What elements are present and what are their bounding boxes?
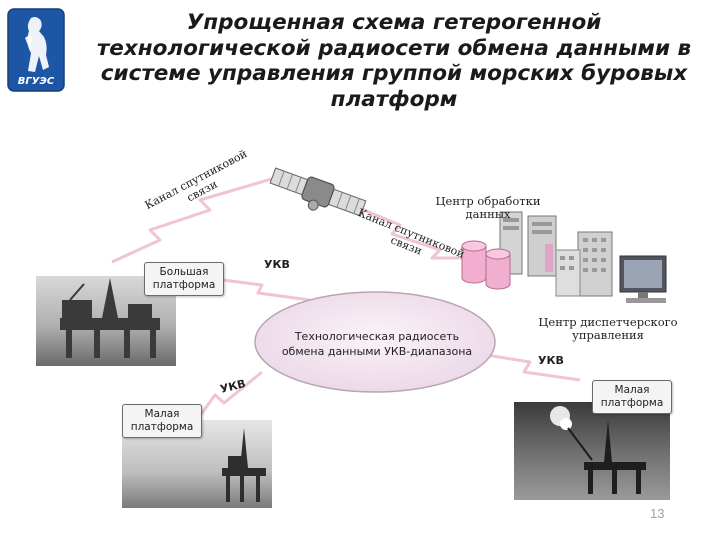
small-platform-left-line2: платформа	[130, 421, 194, 433]
logo-text: ВГУЭС	[18, 76, 55, 87]
statue-silhouette	[27, 17, 49, 72]
big-platform-line2: платформа	[152, 279, 216, 291]
small-platform-right-photo	[514, 402, 670, 500]
data-center-line2: данных	[465, 207, 511, 221]
ukv-link-top	[222, 278, 311, 302]
network-line1: Технологическая радиосеть	[294, 330, 460, 343]
ukv-right-label: УКВ	[538, 354, 564, 367]
dispatch-center-line1: Центр диспетчерского	[538, 315, 678, 329]
satellite-icon	[269, 167, 367, 217]
big-platform-photo	[36, 276, 176, 366]
data-center-line1: Центр обработки	[435, 194, 541, 208]
network-ellipse	[254, 291, 496, 393]
dispatch-center-label: Центр диспетчерского управления	[530, 316, 686, 342]
buildings-icon	[555, 231, 613, 297]
small-platform-right-box: Малая платформа	[592, 380, 672, 414]
big-platform-box: Большая платформа	[144, 262, 224, 296]
computer-monitor-icon	[619, 255, 667, 303]
vguies-logo: ВГУЭС	[7, 8, 65, 92]
page-title: Упрощенная схема гетерогенной технологич…	[96, 10, 692, 112]
satellite-link-left	[111, 176, 276, 264]
storage-cylinder-icon	[461, 240, 511, 290]
ukv-link-right	[479, 352, 581, 382]
data-center-label: Центр обработки данных	[430, 195, 546, 221]
ukv-top-label: УКВ	[264, 258, 290, 271]
network-line2: обмена данными УКВ-диапазона	[281, 345, 473, 358]
satellite-link-right	[339, 198, 478, 260]
dispatch-center-line2: управления	[572, 328, 644, 342]
small-platform-left-box: Малая платформа	[122, 404, 202, 438]
page-number: 13	[650, 506, 665, 521]
big-platform-line1: Большая	[159, 266, 209, 278]
small-platform-left-line1: Малая	[144, 408, 180, 420]
ukv-link-left	[198, 370, 263, 417]
small-platform-right-line2: платформа	[600, 397, 664, 409]
small-platform-right-line1: Малая	[614, 384, 650, 396]
network-label: Технологическая радиосеть обмена данными…	[262, 329, 492, 359]
